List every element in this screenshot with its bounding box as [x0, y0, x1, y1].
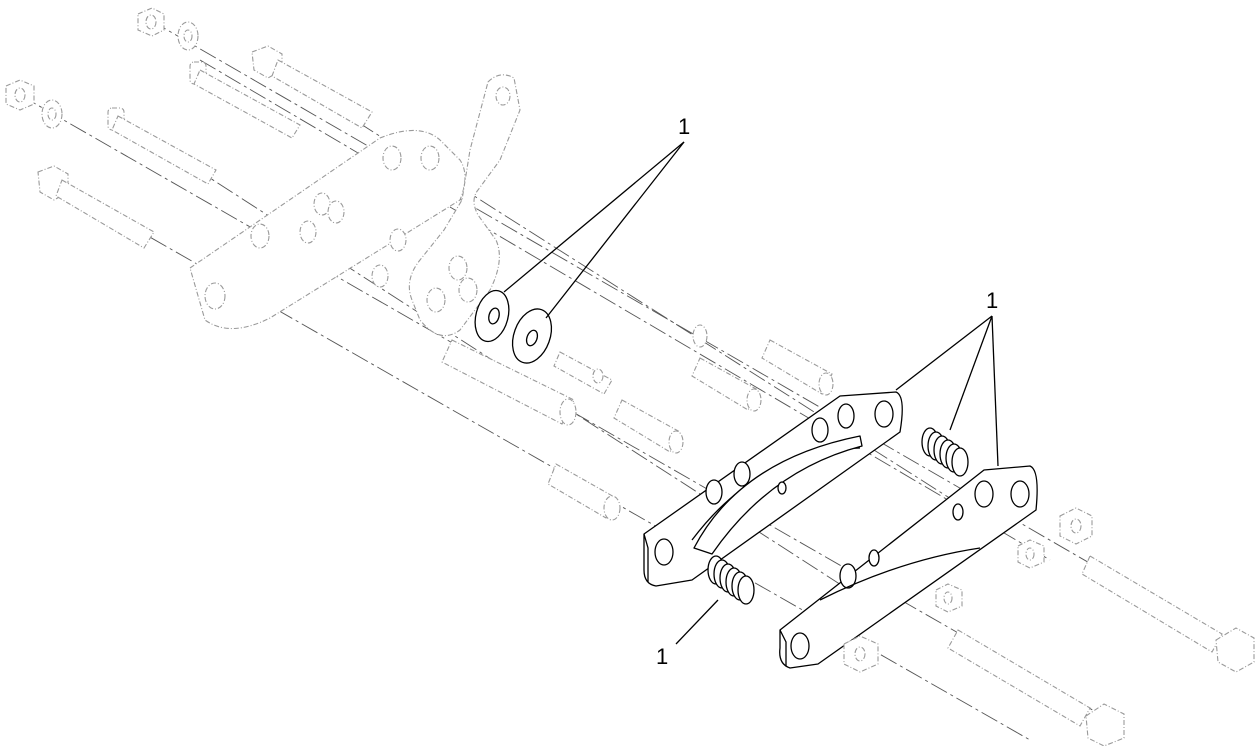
leader-lines: [503, 141, 999, 645]
ghost-hardware-upper-left: [5, 7, 373, 249]
spring-lower: [707, 555, 755, 605]
spring-plate-right: [779, 465, 1038, 669]
crescent-insert: [693, 435, 863, 555]
callout-label-washers: 1: [678, 114, 690, 139]
assembly-axes: [19, 19, 1241, 741]
callout-label-plates-spring: 1: [986, 288, 998, 313]
spring-upper: [921, 427, 969, 477]
callout-label-lower-spring: 1: [656, 644, 668, 669]
ghost-hardware-right: [843, 507, 1255, 747]
ghost-lever-arm: [408, 74, 521, 337]
washer-pair: [474, 289, 553, 364]
ghost-main-bracket: [189, 129, 466, 330]
ghost-spacers: [441, 324, 834, 521]
